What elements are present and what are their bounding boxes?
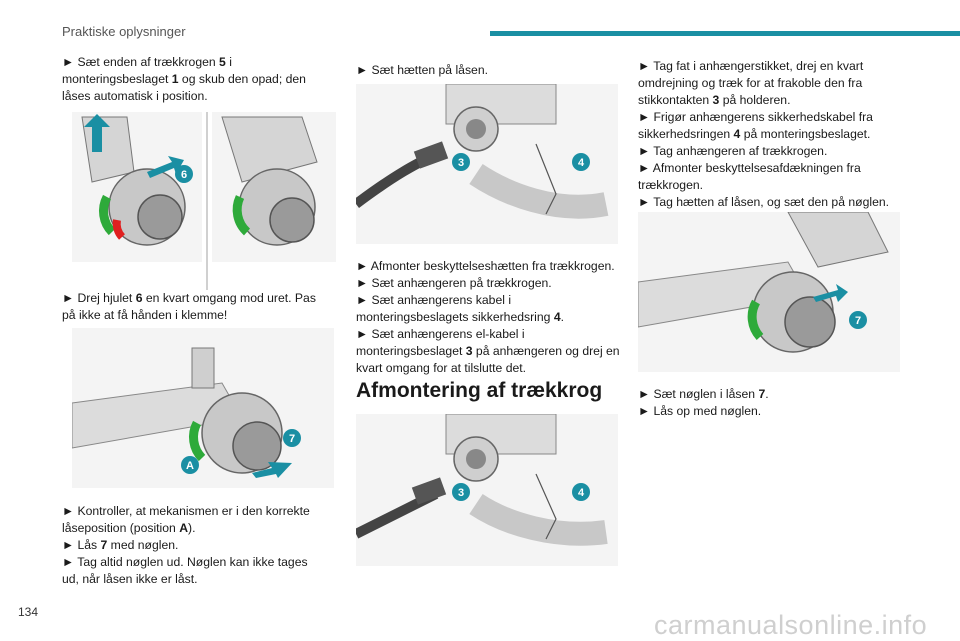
column-1c: Kontroller, at mekanismen er i den korre… xyxy=(62,503,327,588)
callout-badge-6: 6 xyxy=(181,169,187,181)
section-heading: Afmontering af trækkrog xyxy=(356,379,603,402)
column-1b: Drej hjulet 6 en kvart omgang mod uret. … xyxy=(62,290,327,324)
column-1: Sæt enden af trækkrogen 5 i monteringsbe… xyxy=(62,54,327,105)
instruction-step: Sæt nøglen i låsen 7. xyxy=(638,386,900,403)
column-2b: Afmonter beskyttelseshætten fra trækkrog… xyxy=(356,258,621,377)
callout-badge-a: A xyxy=(186,460,194,472)
column-2: Sæt hætten på låsen. xyxy=(356,62,621,79)
callout-badge-3: 3 xyxy=(458,157,464,169)
figure-cap-on-lock: 3 4 xyxy=(356,84,618,244)
callout-badge-4: 4 xyxy=(578,487,585,499)
instruction-step: Afmonter beskyttelseshætten fra trækkrog… xyxy=(356,258,621,275)
column-3: Tag fat i anhængerstikket, drej en kvart… xyxy=(638,58,900,211)
watermark: carmanualsonline.info xyxy=(654,610,928,640)
callout-badge-3: 3 xyxy=(458,487,464,499)
instruction-step: Sæt anhængeren på trækkrogen. xyxy=(356,275,621,292)
instruction-step: Tag anhængeren af trækkrogen. xyxy=(638,143,900,160)
figure-key-in-lock: 7 xyxy=(638,212,900,372)
callout-badge-7: 7 xyxy=(289,433,295,445)
instruction-step: Drej hjulet 6 en kvart omgang mod uret. … xyxy=(62,290,327,324)
instruction-step: Lås 7 med nøglen. xyxy=(62,537,327,554)
page-number: 134 xyxy=(18,605,39,619)
instruction-step: Kontroller, at mekanismen er i den korre… xyxy=(62,503,327,537)
instruction-step: Tag altid nøglen ud. Nøglen kan ikke tag… xyxy=(62,554,327,588)
instruction-step: Tag fat i anhængerstikket, drej en kvart… xyxy=(638,58,900,109)
figure-lock-position: 7 A xyxy=(72,328,334,488)
instruction-step: Lås op med nøglen. xyxy=(638,403,900,420)
figure-insert-tow-hook: 6 xyxy=(72,112,336,290)
figure-disconnect-trailer: 3 4 xyxy=(356,414,618,566)
instruction-step: Sæt enden af trækkrogen 5 i monteringsbe… xyxy=(62,54,327,105)
instruction-step: Sæt anhængerens kabel i monteringsbeslag… xyxy=(356,292,621,326)
instruction-step: Sæt anhængerens el-kabel i monteringsbes… xyxy=(356,326,621,377)
running-header: Praktiske oplysninger xyxy=(62,24,186,39)
callout-badge-7: 7 xyxy=(855,315,861,327)
instruction-step: Frigør anhængerens sikkerhedskabel fra s… xyxy=(638,109,900,143)
header-accent-bar xyxy=(490,31,960,36)
instruction-step: Sæt hætten på låsen. xyxy=(356,62,621,79)
column-3b: Sæt nøglen i låsen 7. Lås op med nøglen. xyxy=(638,386,900,420)
instruction-step: Afmonter beskyttelsesafdækningen fra træ… xyxy=(638,160,900,194)
instruction-step: Tag hætten af låsen, og sæt den på nøgle… xyxy=(638,194,900,211)
callout-badge-4: 4 xyxy=(578,157,585,169)
